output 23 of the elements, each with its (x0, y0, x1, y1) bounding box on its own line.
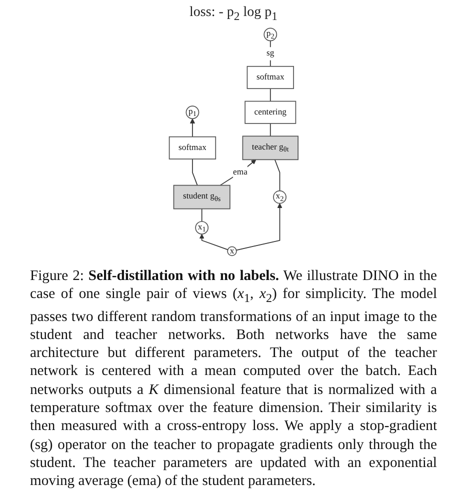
loss-formula: loss: - p$_{2}$ log p$_{1}$ (190, 4, 278, 25)
connector (270, 88, 271, 102)
node-circle: p$_{2}$ (264, 28, 277, 41)
node-box: softmax (168, 136, 216, 160)
arrow (190, 118, 195, 138)
node-box: softmax (246, 66, 294, 89)
connector (201, 208, 202, 222)
node-box: student g$_{θs}$ (173, 184, 230, 210)
connector (274, 159, 280, 192)
node-circle: x$_{1}$ (194, 220, 208, 234)
node-circle: p$_{1}$ (186, 105, 199, 119)
edge-label: sg (266, 48, 274, 58)
connector (270, 122, 271, 136)
arrow (220, 159, 256, 186)
connector (192, 158, 198, 186)
arrow (236, 202, 282, 250)
node-circle: x (226, 246, 237, 256)
edge-label: ema (232, 168, 248, 177)
node-circle: x$_{2}$ (272, 190, 286, 204)
arrow (199, 234, 228, 250)
node-box: centering (244, 100, 296, 124)
figure-caption: Figure 2: Self-distillation with no labels. We illustrate DINO in the case of one single pair of views (x$_{1}$, x$_{2}$) for simplicity. The model passes two different random transformations of an input image to the student and teacher networks. Both networks have the same architecture but different parameters. The output of the teacher network is centered with a mean computed over the batch. Each networks outputs a K dimensional feature that is normalized with a temperature softmax over the feature dimension. Their similarity is then measured with a cross-entropy loss. We apply a stop-gradient (sg) operator on the teacher to propagate gradients only through the student. The teacher parameters are updated with an exponential moving average (ema) of the student parameters. (30, 267, 437, 490)
node-box: teacher g$_{θt}$ (242, 136, 298, 160)
